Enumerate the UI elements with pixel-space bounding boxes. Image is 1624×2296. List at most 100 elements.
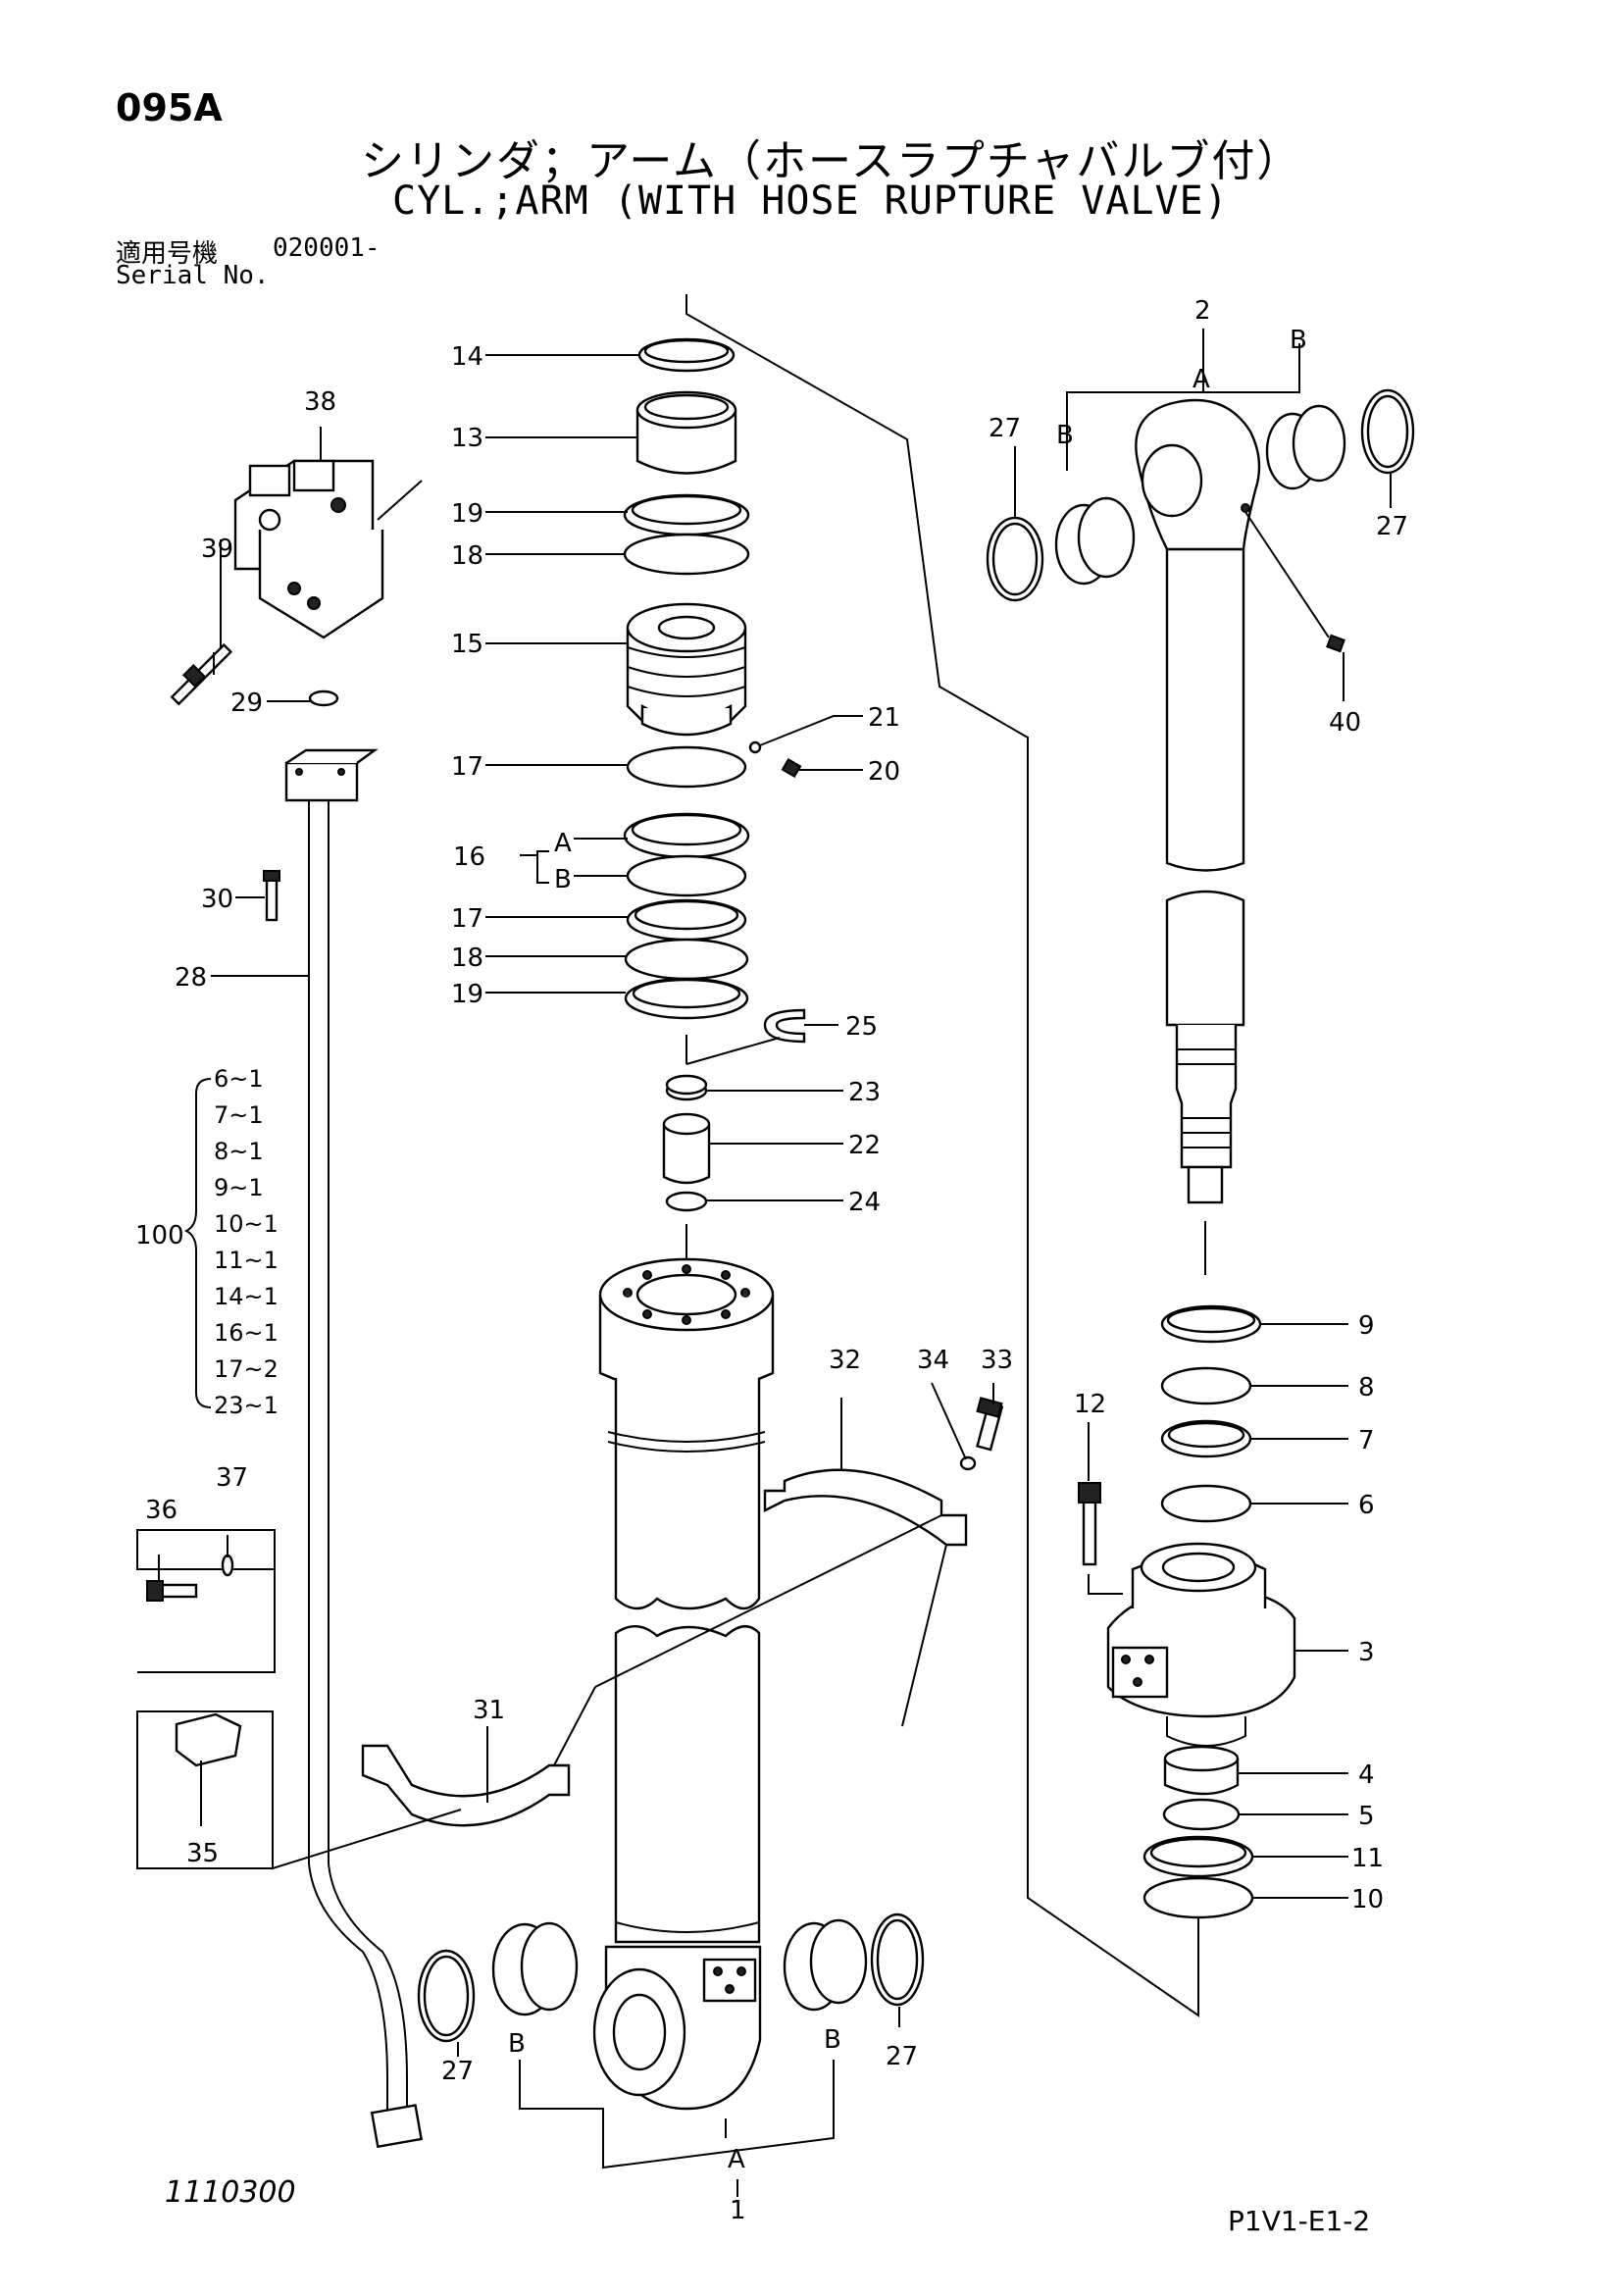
- part-30-bolt: [263, 870, 280, 922]
- part-16-seal-set: [623, 812, 750, 897]
- callout-100: 100: [135, 1221, 184, 1250]
- kit-item: 7~1: [214, 1101, 264, 1129]
- callout-2: 2: [1194, 296, 1211, 326]
- callout-27: 27: [1376, 512, 1408, 541]
- assembly-line-clamps: [553, 1686, 596, 1766]
- callout-12: 12: [1074, 1390, 1106, 1419]
- part-b-bushing-top-left: [1054, 496, 1136, 586]
- part-23-ring: [665, 1074, 708, 1101]
- callout-37: 37: [216, 1463, 248, 1493]
- callout-labels: 14 13 19 18 15 17 16 A B 17 18 19 21 20 …: [135, 296, 1408, 2225]
- callout-3: 3: [1358, 1638, 1375, 1667]
- callout-30: 30: [201, 885, 233, 914]
- callout-14: 14: [451, 342, 483, 372]
- callout-18: 18: [451, 541, 483, 571]
- part-38-hose-rupture-valve: [233, 459, 384, 639]
- sheet-id: P1V1-E1-2: [1228, 2205, 1371, 2237]
- part-9-ring: [1160, 1304, 1262, 1344]
- callout-27: 27: [886, 2042, 918, 2071]
- part-35-clip: [175, 1712, 242, 1767]
- part-14-ring: [637, 337, 736, 373]
- part-12-bolt: [1078, 1482, 1101, 1566]
- callout-21: 21: [868, 703, 900, 733]
- part-28-hose-pipe: [308, 799, 388, 2128]
- callout-29: 29: [230, 689, 263, 718]
- callout-27: 27: [441, 2057, 474, 2086]
- callout-b: B: [508, 2029, 526, 2059]
- callout-38: 38: [304, 387, 336, 417]
- kit-item: 9~1: [214, 1174, 264, 1201]
- callout-20: 20: [868, 757, 900, 787]
- callout-a: A: [728, 2145, 745, 2174]
- part-8-ring: [1160, 1366, 1252, 1405]
- callout-24: 24: [848, 1188, 881, 1217]
- title-japanese: シリンダ；アーム（ホースラプチャバルブ付）: [361, 136, 1302, 186]
- callout-36: 36: [145, 1496, 178, 1525]
- callout-16a: A: [554, 829, 572, 858]
- kit-item: 23~1: [214, 1392, 279, 1419]
- callout-23: 23: [848, 1078, 881, 1107]
- callout-39: 39: [201, 535, 233, 564]
- part-24-ring: [665, 1191, 708, 1212]
- callout-15: 15: [451, 630, 483, 659]
- part-27-seal-top-left: [986, 516, 1044, 602]
- part-33-bolt: [976, 1397, 1004, 1452]
- part-21-steel-ball: [748, 740, 762, 754]
- part-22-collar: [662, 1112, 711, 1185]
- callout-10: 10: [1351, 1885, 1384, 1914]
- callout-5: 5: [1358, 1802, 1375, 1831]
- part-b-bushing-right: [783, 1918, 868, 2012]
- kit-item: 16~1: [214, 1319, 279, 1347]
- kit-item: 11~1: [214, 1247, 279, 1274]
- title-english: CYL.;ARM (WITH HOSE RUPTURE VALVE): [392, 179, 1229, 224]
- callout-27: 27: [989, 414, 1021, 443]
- part-13-bushing: [635, 390, 737, 475]
- part-31-clamp: [361, 1744, 571, 1827]
- part-27-seal-top-right: [1360, 388, 1415, 475]
- kit-item: 10~1: [214, 1210, 279, 1238]
- kit-item: 17~2: [214, 1355, 279, 1383]
- part-10-ring: [1142, 1876, 1254, 1919]
- part-34-washer: [959, 1455, 977, 1471]
- callout-32: 32: [829, 1346, 861, 1375]
- callout-25: 25: [845, 1012, 878, 1042]
- part-5-ring: [1162, 1798, 1241, 1831]
- callout-4: 4: [1358, 1760, 1375, 1790]
- callout-13: 13: [451, 424, 483, 453]
- callout-6: 6: [1358, 1491, 1375, 1520]
- part-2-piston-rod: [1135, 398, 1261, 1275]
- callout-28: 28: [175, 963, 207, 993]
- callout-19: 19: [451, 980, 483, 1009]
- cylinder-tube-lower: [592, 1625, 762, 2111]
- callout-17: 17: [451, 904, 483, 934]
- callout-b: B: [1056, 421, 1074, 450]
- kit-item: 8~1: [214, 1138, 264, 1165]
- part-40-grease-fitting: [1326, 634, 1345, 653]
- callout-17: 17: [451, 752, 483, 782]
- part-36-bolt: [146, 1580, 198, 1602]
- part-4-bushing: [1163, 1745, 1240, 1796]
- part-11-ring: [1142, 1835, 1254, 1878]
- callout-40: 40: [1329, 708, 1361, 738]
- pipe-flange: [284, 748, 379, 802]
- part-19-18-seals: [623, 493, 750, 576]
- drawing-number: 1110300: [165, 2175, 296, 2210]
- kit-item: 14~1: [214, 1283, 279, 1310]
- kit-item: 6~1: [214, 1065, 264, 1093]
- callout-8: 8: [1358, 1373, 1375, 1403]
- part-b-bushing-left: [491, 1921, 579, 2016]
- serial-value: 020001-: [273, 233, 381, 263]
- callout-b: B: [824, 2025, 841, 2055]
- callout-33: 33: [981, 1346, 1013, 1375]
- part-7-ring: [1160, 1419, 1252, 1458]
- part-37-washer: [221, 1554, 234, 1577]
- leader-lines: [158, 329, 1392, 2197]
- cylinder-tube-upper: [598, 1257, 775, 1610]
- callout-9: 9: [1358, 1311, 1375, 1341]
- assembly-line-right: [685, 294, 1199, 2017]
- callout-7: 7: [1358, 1426, 1375, 1455]
- part-39-bolt: [170, 642, 233, 706]
- kit-list: 6~1 7~1 8~1 9~1 10~1 11~1 14~1 16~1 17~2…: [214, 1065, 279, 1419]
- callout-16b: B: [554, 865, 572, 894]
- callout-b: B: [1290, 326, 1307, 355]
